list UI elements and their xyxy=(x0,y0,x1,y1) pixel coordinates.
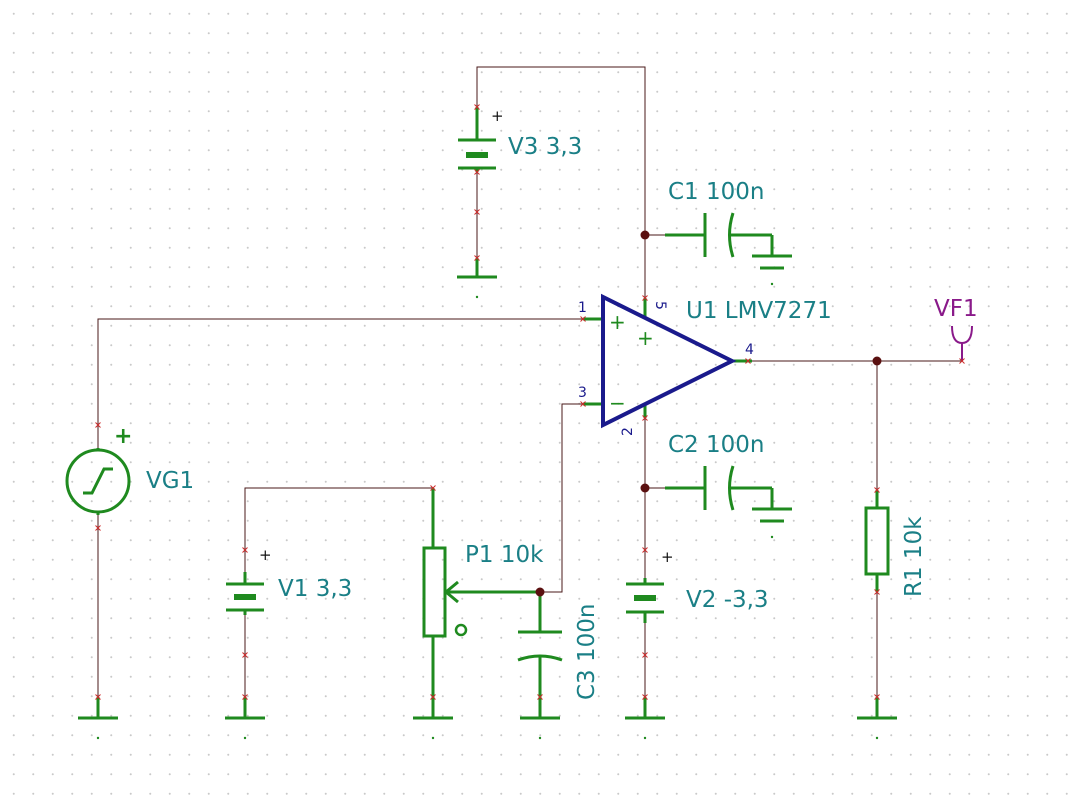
v2-label: V2 -3,3 xyxy=(686,587,769,613)
pin-marker xyxy=(474,209,480,215)
pin-marker xyxy=(242,652,248,658)
pin-marker xyxy=(474,104,480,110)
junction-vplus xyxy=(640,230,650,240)
ground-v2 xyxy=(625,697,665,740)
ground-r1 xyxy=(857,697,897,740)
v2-polarity: + xyxy=(661,548,674,566)
battery-v1: + V1 3,3 xyxy=(226,546,352,615)
pin-marker xyxy=(874,589,880,595)
opamp-body xyxy=(601,293,737,429)
battery-v3: + V3 3,3 xyxy=(458,107,582,172)
ground-vg1 xyxy=(78,697,118,740)
pin-marker xyxy=(580,401,586,407)
capacitor-c2: C2 100n xyxy=(665,432,792,539)
ground-c3 xyxy=(520,697,560,740)
p1-label: P1 10k xyxy=(465,542,544,568)
generator-vg1: + VG1 xyxy=(65,424,194,515)
pin-marker xyxy=(430,694,436,700)
pin-marker xyxy=(537,694,543,700)
wire-inv xyxy=(540,403,583,593)
opamp-u1: + − + 1 3 5 2 4 U1 LMV7271 xyxy=(578,293,832,436)
pin-1: 1 xyxy=(578,300,587,316)
ground-v3 xyxy=(457,258,497,299)
resistor-r1: R1 10k xyxy=(864,490,927,597)
junction-output xyxy=(872,356,882,366)
junction-vminus xyxy=(640,483,650,493)
capacitor-c1: C1 100n xyxy=(665,179,792,286)
wiper-indicator-icon xyxy=(454,623,468,637)
pin-marker xyxy=(642,547,648,553)
v3-polarity: + xyxy=(491,107,504,125)
pin-marker xyxy=(95,525,101,531)
junction-wiper xyxy=(535,587,545,597)
pin-marker xyxy=(242,547,248,553)
pin-marker xyxy=(642,295,648,301)
junctions xyxy=(535,230,882,597)
c3-label: C3 100n xyxy=(574,604,600,701)
pin-markers xyxy=(95,104,965,700)
vf1-label: VF1 xyxy=(934,296,978,322)
pin-marker xyxy=(430,485,436,491)
wire-v3-top xyxy=(476,66,646,235)
pin-marker xyxy=(874,694,880,700)
battery-v2: + V2 -3,3 xyxy=(626,548,769,623)
pin-marker xyxy=(95,422,101,428)
pin-2: 2 xyxy=(620,427,636,436)
vg1-polarity: + xyxy=(114,424,132,449)
wire-v1-top xyxy=(244,487,434,572)
pin-marker xyxy=(474,169,480,175)
r1-label: R1 10k xyxy=(901,516,927,597)
vg1-label: VG1 xyxy=(146,468,194,494)
pin-marker xyxy=(242,694,248,700)
pin-marker xyxy=(474,255,480,261)
ground-v1 xyxy=(225,697,265,740)
capacitor-c3: C3 100n xyxy=(517,592,600,701)
pin-marker xyxy=(580,316,586,322)
ground-p1 xyxy=(413,697,453,740)
potentiometer-p1: P1 10k xyxy=(422,488,544,697)
opamp-plus-input: + xyxy=(609,310,626,334)
c1-label: C1 100n xyxy=(668,179,765,205)
pin-marker xyxy=(874,487,880,493)
opamp-supply-plus: + xyxy=(637,326,654,350)
c2-label: C2 100n xyxy=(668,432,765,458)
opamp-minus-input: − xyxy=(609,391,626,415)
pin-marker xyxy=(642,652,648,658)
v1-polarity: + xyxy=(259,546,272,564)
pin-3: 3 xyxy=(578,385,587,401)
wires xyxy=(97,66,962,712)
pin-marker xyxy=(642,415,648,421)
wire-noninv xyxy=(97,318,583,448)
v3-label: V3 3,3 xyxy=(508,134,582,160)
pin-4: 4 xyxy=(745,342,754,358)
probe-vf1: VF1 xyxy=(934,296,978,361)
pin-marker xyxy=(959,358,965,364)
u1-label: U1 LMV7271 xyxy=(686,298,832,324)
pin-marker xyxy=(95,694,101,700)
probe-icon xyxy=(951,325,973,345)
pin-marker xyxy=(642,694,648,700)
v1-label: V1 3,3 xyxy=(278,576,352,602)
pin-marker xyxy=(745,358,751,364)
pin-5: 5 xyxy=(652,301,668,310)
